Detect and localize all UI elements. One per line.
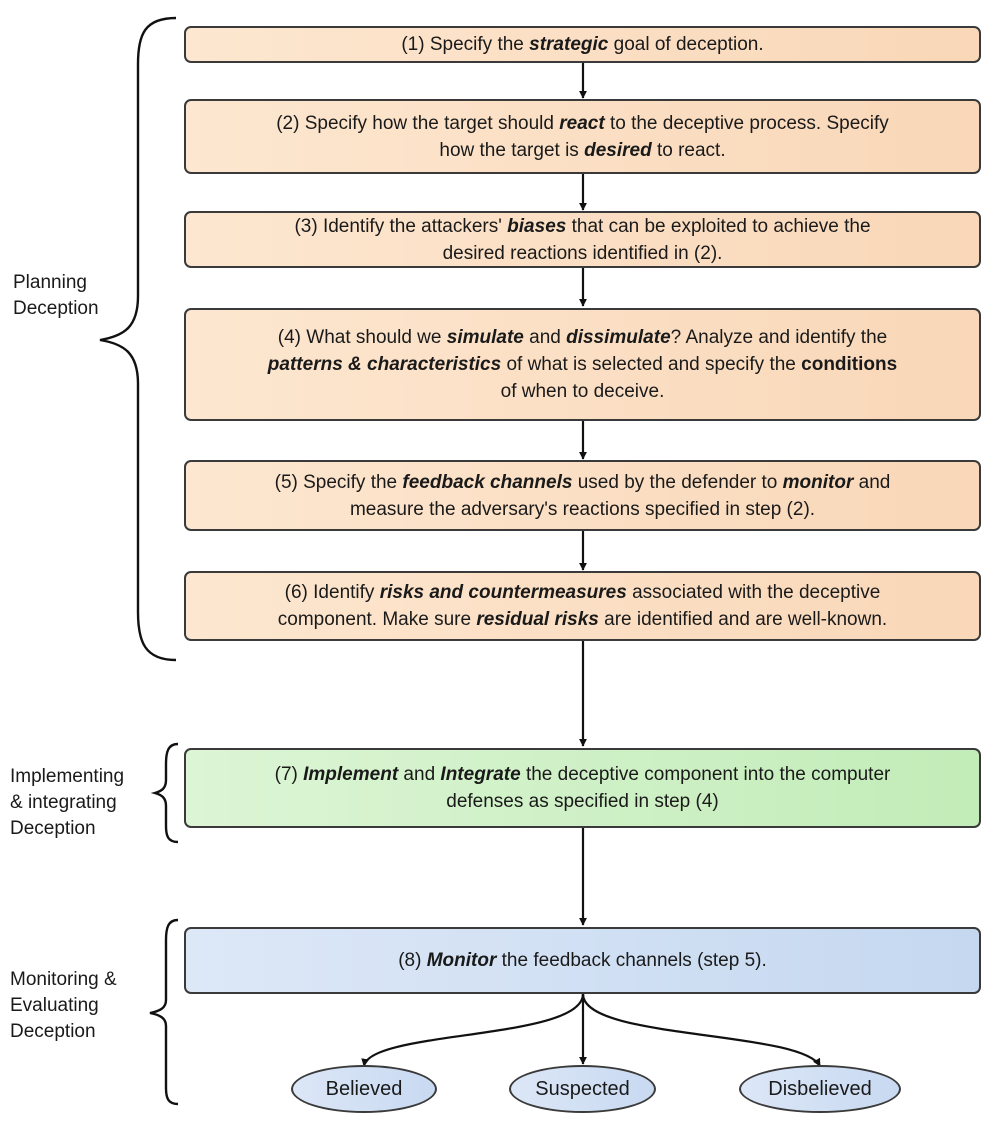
outcome-label: Suspected	[535, 1077, 630, 1100]
text-run: (4) What should we	[277, 327, 447, 348]
phase-label-planning: Planning Deception	[13, 270, 99, 322]
emphasized-text: Integrate	[440, 764, 521, 785]
text-run: how the target is	[439, 139, 585, 161]
text-run: the feedback channels (step 5).	[496, 950, 767, 971]
outcome-believed: Believed	[291, 1065, 437, 1113]
emphasized-text: simulate	[446, 327, 524, 348]
step-7-box: (7) Implement and Integrate the deceptiv…	[184, 748, 981, 828]
emphasized-text: residual risks	[476, 609, 599, 630]
phase-label-line: Planning	[13, 272, 87, 293]
step-text-line: (4) What should we simulate and dissimul…	[278, 324, 887, 351]
text-run: are identified and are well-known.	[598, 609, 888, 630]
step-text-line: desired reactions identified in (2).	[443, 240, 723, 267]
emphasized-text: dissimulate	[566, 327, 671, 348]
brace-implementing	[150, 742, 179, 844]
text-run: desired reactions identified in (2).	[442, 242, 723, 264]
arrow-to-disbelieved	[581, 993, 821, 1067]
text-run: component. Make sure	[277, 609, 477, 630]
step-text-line: (2) Specify how the target should react …	[276, 110, 889, 137]
step-text-line: (7) Implement and Integrate the deceptiv…	[275, 761, 891, 788]
text-run: that can be exploited to achieve the	[566, 215, 871, 237]
step-text-line: measure the adversary's reactions specif…	[350, 496, 815, 523]
text-run: used by the defender to	[572, 471, 783, 493]
phase-label-line: Deception	[10, 818, 96, 839]
arrow-to-believed	[361, 993, 585, 1067]
text-run: to the deceptive process. Specify	[604, 112, 889, 134]
text-run: defenses as specified in step (4)	[446, 791, 719, 812]
step-3-box: (3) Identify the attackers' biases that …	[184, 211, 981, 268]
text-run: (8)	[398, 950, 427, 971]
text-run: and	[523, 327, 567, 348]
step-text-line: defenses as specified in step (4)	[446, 788, 719, 815]
emphasized-text: strategic	[529, 34, 609, 55]
text-run: (5) Specify the	[274, 471, 403, 493]
step-text-line: patterns & characteristics of what is se…	[268, 351, 897, 378]
emphasized-text: feedback channels	[402, 471, 573, 493]
step-text-line: how the target is desired to react.	[439, 137, 725, 164]
text-run: and	[853, 471, 891, 493]
step-text-line: (1) Specify the strategic goal of decept…	[401, 31, 763, 58]
brace-monitoring	[149, 918, 179, 1106]
emphasized-text: react	[559, 112, 605, 134]
phase-label-monitoring: Monitoring & Evaluating Deception	[10, 967, 117, 1045]
text-run: (2) Specify how the target should	[276, 112, 560, 134]
emphasized-text: desired	[584, 139, 652, 161]
text-run: goal of deception.	[608, 34, 764, 55]
text-run: to react.	[651, 139, 726, 161]
text-run: of what is selected and specify the	[501, 354, 802, 375]
step-text-line: (8) Monitor the feedback channels (step …	[398, 947, 767, 974]
emphasized-text: monitor	[782, 471, 854, 493]
step-5-box: (5) Specify the feedback channels used b…	[184, 460, 981, 531]
phase-label-line: & integrating	[10, 792, 117, 813]
text-run: (7)	[274, 764, 304, 785]
step-4-box: (4) What should we simulate and dissimul…	[184, 308, 981, 421]
emphasized-text: conditions	[801, 354, 898, 375]
outcome-label: Disbelieved	[768, 1077, 872, 1100]
step-6-box: (6) Identify risks and countermeasures a…	[184, 571, 981, 641]
text-run: measure the adversary's reactions specif…	[349, 498, 816, 520]
brace-planning	[99, 16, 177, 662]
phase-label-line: Implementing	[10, 766, 125, 787]
phase-label-line: Deception	[13, 298, 99, 319]
outcome-disbelieved: Disbelieved	[739, 1065, 901, 1113]
emphasized-text: patterns & characteristics	[267, 354, 502, 375]
text-run: associated with the deceptive	[626, 582, 881, 603]
emphasized-text: Implement	[303, 764, 399, 785]
step-text-line: (5) Specify the feedback channels used b…	[275, 469, 891, 496]
step-1-box: (1) Specify the strategic goal of decept…	[184, 26, 981, 63]
outcome-label: Believed	[325, 1077, 403, 1100]
emphasized-text: biases	[507, 215, 567, 237]
text-run: (3) Identify the attackers'	[294, 215, 508, 237]
step-text-line: (3) Identify the attackers' biases that …	[294, 213, 870, 240]
outcome-suspected: Suspected	[509, 1065, 656, 1113]
text-run: (1) Specify the	[401, 34, 530, 55]
emphasized-text: risks and countermeasures	[379, 582, 627, 603]
text-run: (6) Identify	[284, 582, 380, 603]
text-run: the deceptive component into the compute…	[520, 764, 891, 785]
phase-label-line: Evaluating	[10, 995, 99, 1016]
phase-label-implementing: Implementing & integrating Deception	[10, 764, 124, 842]
step-text-line: component. Make sure residual risks are …	[278, 606, 887, 633]
emphasized-text: Monitor	[426, 950, 497, 971]
step-2-box: (2) Specify how the target should react …	[184, 99, 981, 174]
step-text-line: (6) Identify risks and countermeasures a…	[285, 579, 881, 606]
text-run: and	[398, 764, 441, 785]
phase-label-line: Monitoring &	[10, 969, 117, 990]
step-8-box: (8) Monitor the feedback channels (step …	[184, 927, 981, 994]
phase-label-line: Deception	[10, 1021, 96, 1042]
step-text-line: of when to deceive.	[501, 378, 665, 405]
text-run: of when to deceive.	[500, 381, 665, 402]
text-run: ? Analyze and identify the	[670, 327, 888, 348]
